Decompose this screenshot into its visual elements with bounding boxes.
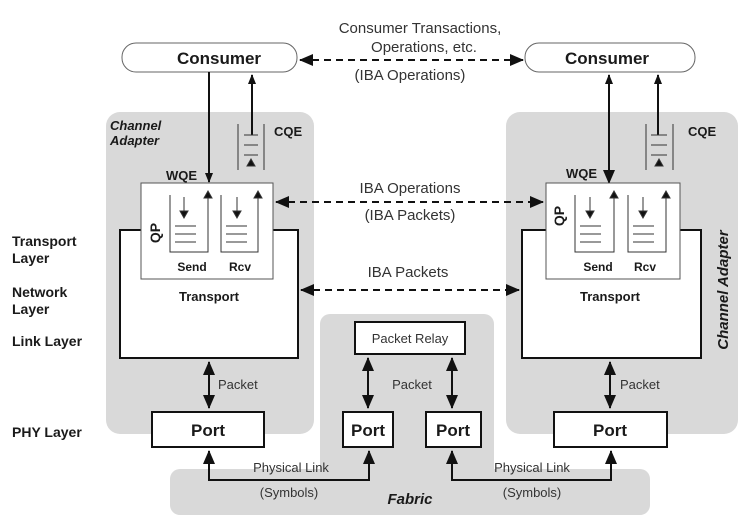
left-qp-box[interactable] [140, 182, 274, 280]
left-rcv-queue-icon [220, 189, 263, 253]
packet-relay-label: Packet Relay [372, 331, 449, 346]
physical-link-left-sub: (Symbols) [260, 485, 319, 500]
right-send-label: Send [583, 260, 612, 274]
network-layer-label: Network Layer [12, 284, 71, 317]
right-rcv-queue-icon [627, 189, 671, 253]
top-annotation-line2: Operations, etc. [371, 39, 477, 56]
switch-port-right-label: Port [436, 421, 470, 440]
right-cqe-label: CQE [688, 124, 717, 139]
physical-link-left [203, 450, 375, 481]
consumer-right[interactable] [524, 42, 696, 73]
iba-packets-label: IBA Packets [368, 264, 449, 281]
left-ca-port-label: Port [191, 421, 225, 440]
top-annotation-line3: (IBA Operations) [355, 67, 466, 84]
iba-operations-label: IBA Operations [360, 180, 461, 197]
iba-packets-sub-label: (IBA Packets) [365, 207, 456, 224]
transport-layer-label: Transport Layer [12, 233, 80, 266]
physical-link-left-label: Physical Link [253, 460, 329, 475]
phy-layer-label: PHY Layer [12, 424, 82, 440]
left-rcv-label: Rcv [229, 260, 251, 274]
switch-port-left-label: Port [351, 421, 385, 440]
physical-link-right-sub: (Symbols) [503, 485, 562, 500]
right-cqe-queue-icon [645, 124, 674, 170]
link-layer-label: Link Layer [12, 333, 83, 349]
left-cqe-queue-icon [237, 124, 265, 170]
right-qp-label: QP [551, 206, 567, 226]
fabric-panel [170, 314, 650, 515]
left-cqe-label: CQE [274, 124, 303, 139]
left-ca-port[interactable] [151, 411, 265, 448]
consumer-right-label: Consumer [565, 49, 649, 68]
switch-port-right[interactable] [425, 411, 482, 448]
fabric-label: Fabric [387, 491, 433, 508]
top-annotation-line1: Consumer Transactions, [339, 20, 502, 37]
physical-link-right [446, 450, 617, 481]
right-qp-box[interactable] [545, 182, 681, 280]
right-channel-adapter-label: Channel Adapter [715, 229, 732, 350]
right-send-queue-icon [574, 189, 619, 253]
packet-relay-box[interactable] [354, 321, 466, 355]
right-transport-label: Transport [580, 289, 641, 304]
right-rcv-label: Rcv [634, 260, 656, 274]
right-ca-port[interactable] [553, 411, 668, 448]
right-ca-port-label: Port [593, 421, 627, 440]
consumer-left-label: Consumer [177, 49, 261, 68]
left-transport-label: Transport [179, 289, 240, 304]
right-packet-label: Packet [620, 377, 660, 392]
left-channel-adapter-label: Channel Adapter [109, 118, 165, 148]
left-wqe-label: WQE [166, 168, 197, 183]
left-send-label: Send [177, 260, 206, 274]
switch-port-left[interactable] [342, 411, 394, 448]
physical-link-right-label: Physical Link [494, 460, 570, 475]
left-send-queue-icon [169, 189, 213, 253]
switch-packet-label: Packet [392, 377, 432, 392]
left-packet-label: Packet [218, 377, 258, 392]
right-wqe-label: WQE [566, 166, 597, 181]
left-qp-label: QP [147, 223, 163, 243]
